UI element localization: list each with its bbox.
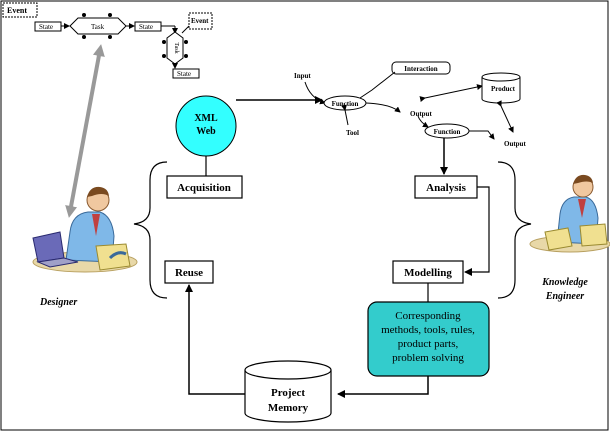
designer-figure	[32, 186, 138, 273]
knowledge-engineer-figure	[529, 174, 610, 253]
task-dot	[184, 40, 188, 44]
acquisition-box	[166, 175, 243, 199]
engineer-hair	[573, 174, 593, 184]
event-right-label: Event	[191, 17, 209, 25]
reuse-label: Reuse	[175, 267, 203, 279]
event-right-box	[188, 12, 213, 30]
task-dot	[162, 40, 166, 44]
designer-label: Designer	[39, 297, 77, 308]
project-memory-line1: Project	[271, 387, 305, 399]
corresponding-line4: problem solving	[392, 352, 464, 364]
workflow-diagram: Event State Task State Event Task State	[2, 2, 213, 79]
interaction-box	[391, 61, 451, 75]
designer-workflow-arrow	[65, 44, 105, 218]
state-2-label: State	[139, 23, 153, 31]
function-top-label: Function	[332, 100, 359, 108]
task-top-label: Task	[91, 23, 105, 31]
product-cylinder-top	[481, 72, 521, 82]
task-vertical-shape	[166, 31, 184, 65]
function-diagram: Input Function Interaction Tool Output P…	[294, 61, 526, 148]
project-memory-top	[244, 360, 332, 380]
task-dot	[108, 13, 112, 17]
corresponding-line2: methods, tools, rules,	[381, 324, 475, 336]
acquisition-label: Acquisition	[177, 182, 231, 194]
corresponding-memory-arrow	[337, 376, 429, 398]
corresponding-line3: product parts,	[398, 338, 459, 350]
interaction-pointer	[359, 71, 396, 99]
output-product-arrow	[419, 84, 483, 102]
engineer-tie	[578, 199, 586, 218]
project-memory-body	[244, 370, 332, 423]
state-3-label: State	[177, 70, 191, 78]
output-arrow-1	[365, 102, 401, 113]
engineer-papers	[579, 223, 608, 247]
connector	[181, 25, 190, 34]
task-dot	[82, 35, 86, 39]
right-brace	[497, 161, 532, 299]
task-dot	[162, 54, 166, 58]
xml-web-line2: Web	[196, 126, 216, 137]
input-label: Input	[294, 72, 311, 80]
xml-web-line1: XML	[194, 113, 218, 124]
output-arrow-2	[469, 130, 495, 140]
task-vertical-label: Task	[173, 42, 179, 53]
event-left-box	[2, 2, 38, 18]
designer-tie	[92, 214, 100, 236]
tool-arrow	[341, 104, 349, 126]
event-left-label: Event	[7, 6, 27, 15]
product-output-arrow	[496, 100, 514, 133]
modelling-label: Modelling	[404, 267, 452, 279]
state-1-label: State	[39, 23, 53, 31]
memory-reuse-arrow	[185, 284, 245, 395]
function-bottom-label: Function	[434, 128, 461, 136]
state-3-box	[172, 68, 200, 79]
task-dot	[108, 35, 112, 39]
laptop-base	[36, 257, 79, 268]
engineer-papers	[544, 227, 573, 251]
designer-arm	[108, 251, 127, 260]
tool-label: Tool	[346, 129, 359, 137]
left-brace	[133, 161, 168, 299]
knowledge-engineer-line2: Engineer	[545, 291, 584, 302]
task-dot	[82, 13, 86, 17]
product-label: Product	[491, 85, 516, 93]
output-function-arrow	[417, 115, 429, 128]
corresponding-line1: Corresponding	[395, 310, 461, 322]
project-memory-line2: Memory	[268, 402, 309, 414]
knowledge-engineer-line1: Knowledge	[541, 277, 588, 288]
designer-hair	[87, 186, 109, 197]
output-1-label: Output	[410, 110, 432, 118]
output-2-label: Output	[504, 140, 526, 148]
laptop-screen	[32, 231, 65, 263]
analysis-modelling-arrow	[464, 186, 490, 276]
reuse-box	[164, 260, 214, 284]
interaction-label: Interaction	[404, 65, 438, 73]
analysis-label: Analysis	[426, 182, 466, 194]
task-dot	[184, 54, 188, 58]
